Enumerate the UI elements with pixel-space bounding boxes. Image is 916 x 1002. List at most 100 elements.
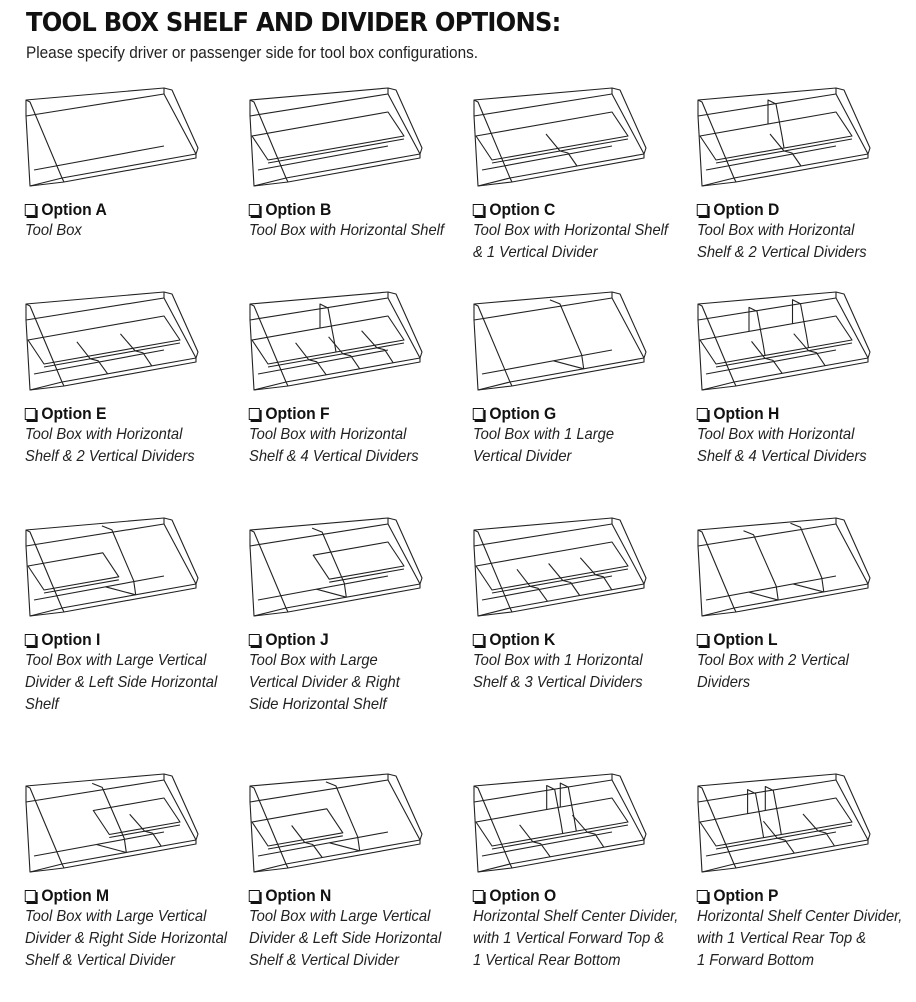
- option-description-line: Shelf & 2 Vertical Dividers: [697, 244, 867, 261]
- option-label[interactable]: Option D: [694, 200, 900, 220]
- option-label[interactable]: Option H: [694, 404, 900, 424]
- toolbox-shelf-3-dividers-icon: [473, 517, 647, 617]
- option-label[interactable]: Option N: [246, 886, 452, 906]
- option-label[interactable]: Option P: [694, 886, 900, 906]
- option-description: Horizontal Shelf Center Divider,with 1 V…: [697, 906, 902, 972]
- checkbox-icon[interactable]: [696, 634, 708, 646]
- option-description-line: with 1 Vertical Forward Top &: [473, 930, 665, 947]
- option-description-line: Tool Box with 2 Vertical: [697, 652, 849, 669]
- option-description-line: Shelf & 3 Vertical Dividers: [473, 674, 643, 691]
- option-label[interactable]: Option C: [470, 200, 676, 220]
- option-label[interactable]: Option G: [470, 404, 676, 424]
- checkbox-icon[interactable]: [696, 204, 708, 216]
- option-description-line: Tool Box with Horizontal: [697, 426, 855, 443]
- option-label[interactable]: Option F: [246, 404, 452, 424]
- option-description-line: Shelf & 4 Vertical Dividers: [249, 448, 419, 465]
- option-label-text: Option G: [489, 404, 557, 423]
- toolbox-center-rear-top-icon: [697, 773, 871, 873]
- checkbox-icon[interactable]: [24, 634, 36, 646]
- toolbox-shelf-2-dividers-icon: [697, 87, 871, 187]
- toolbox-shelf-4-dividers-alt-icon: [697, 291, 871, 391]
- checkbox-icon[interactable]: [696, 408, 708, 420]
- option-description-line: Dividers: [697, 674, 751, 691]
- option-label[interactable]: Option I: [22, 630, 228, 650]
- option-label[interactable]: Option E: [22, 404, 228, 424]
- toolbox-shelf-4-dividers-icon: [249, 291, 423, 391]
- option-label[interactable]: Option A: [22, 200, 228, 220]
- option-description-line: Tool Box with Horizontal: [25, 426, 183, 443]
- toolbox-center-forward-top-icon: [473, 773, 647, 873]
- toolbox-large-divider-right-shelf-icon: [249, 517, 423, 617]
- option-description-line: Shelf & Vertical Divider: [25, 952, 175, 969]
- option-label[interactable]: Option O: [470, 886, 676, 906]
- toolbox-shelf-2-lower-dividers-icon: [25, 291, 199, 391]
- checkbox-icon[interactable]: [472, 204, 484, 216]
- checkbox-icon[interactable]: [248, 890, 260, 902]
- option-description-line: Tool Box with Large Vertical: [25, 652, 207, 669]
- checkbox-icon[interactable]: [24, 408, 36, 420]
- option-label[interactable]: Option J: [246, 630, 452, 650]
- option-description-line: Divider & Right Side Horizontal: [25, 930, 228, 947]
- option-description-line: 1 Vertical Rear Bottom: [473, 952, 621, 969]
- toolbox-large-divider-icon: [473, 291, 647, 391]
- checkbox-icon[interactable]: [472, 408, 484, 420]
- option-description-line: with 1 Vertical Rear Top &: [697, 930, 867, 947]
- option-label-text: Option N: [265, 886, 332, 905]
- option-label[interactable]: Option L: [694, 630, 900, 650]
- option-description-line: Tool Box with Horizontal: [249, 426, 407, 443]
- option-label[interactable]: Option K: [470, 630, 676, 650]
- option-label-text: Option B: [265, 200, 332, 219]
- toolbox-empty-icon: [25, 87, 199, 187]
- page-title: TOOL BOX SHELF AND DIVIDER OPTIONS:: [26, 8, 561, 38]
- option-label-text: Option H: [713, 404, 780, 423]
- checkbox-icon[interactable]: [696, 890, 708, 902]
- option-label[interactable]: Option B: [246, 200, 452, 220]
- option-label-text: Option D: [713, 200, 780, 219]
- toolbox-shelf-1-divider-icon: [473, 87, 647, 187]
- checkbox-icon[interactable]: [248, 408, 260, 420]
- toolbox-large-divider-left-shelf-icon: [25, 517, 199, 617]
- option-description-line: Tool Box with Horizontal: [697, 222, 855, 239]
- option-label-text: Option F: [265, 404, 330, 423]
- option-label-text: Option K: [489, 630, 556, 649]
- checkbox-icon[interactable]: [472, 890, 484, 902]
- option-description-line: Tool Box with 1 Large: [473, 426, 615, 443]
- option-description: Tool Box: [25, 220, 218, 242]
- option-description-line: 1 Forward Bottom: [697, 952, 814, 969]
- option-description-line: Divider & Left Side Horizontal: [249, 930, 442, 947]
- option-description-line: Tool Box: [25, 222, 82, 239]
- option-card: Option B Tool Box with Horizontal Shelf: [246, 86, 470, 290]
- toolbox-horizontal-shelf-icon: [249, 87, 423, 187]
- checkbox-icon[interactable]: [248, 204, 260, 216]
- checkbox-icon[interactable]: [24, 204, 36, 216]
- toolbox-large-divider-right-shelf-divider-icon: [25, 773, 199, 873]
- option-label-text: Option A: [41, 200, 107, 219]
- checkbox-icon[interactable]: [248, 634, 260, 646]
- option-description-line: Tool Box with Horizontal Shelf: [249, 222, 445, 239]
- option-label-text: Option M: [41, 886, 110, 905]
- option-label-text: Option L: [713, 630, 778, 649]
- option-description-line: Tool Box with 1 Horizontal: [473, 652, 643, 669]
- option-description-line: Tool Box with Large: [249, 652, 378, 669]
- option-description-line: Side Horizontal Shelf: [249, 696, 387, 713]
- option-label[interactable]: Option M: [22, 886, 228, 906]
- option-description-line: & 1 Vertical Divider: [473, 244, 598, 261]
- checkbox-icon[interactable]: [472, 634, 484, 646]
- options-grid: Option A Tool Box Option B Tool Box with Ho…: [22, 86, 916, 1002]
- checkbox-icon[interactable]: [24, 890, 36, 902]
